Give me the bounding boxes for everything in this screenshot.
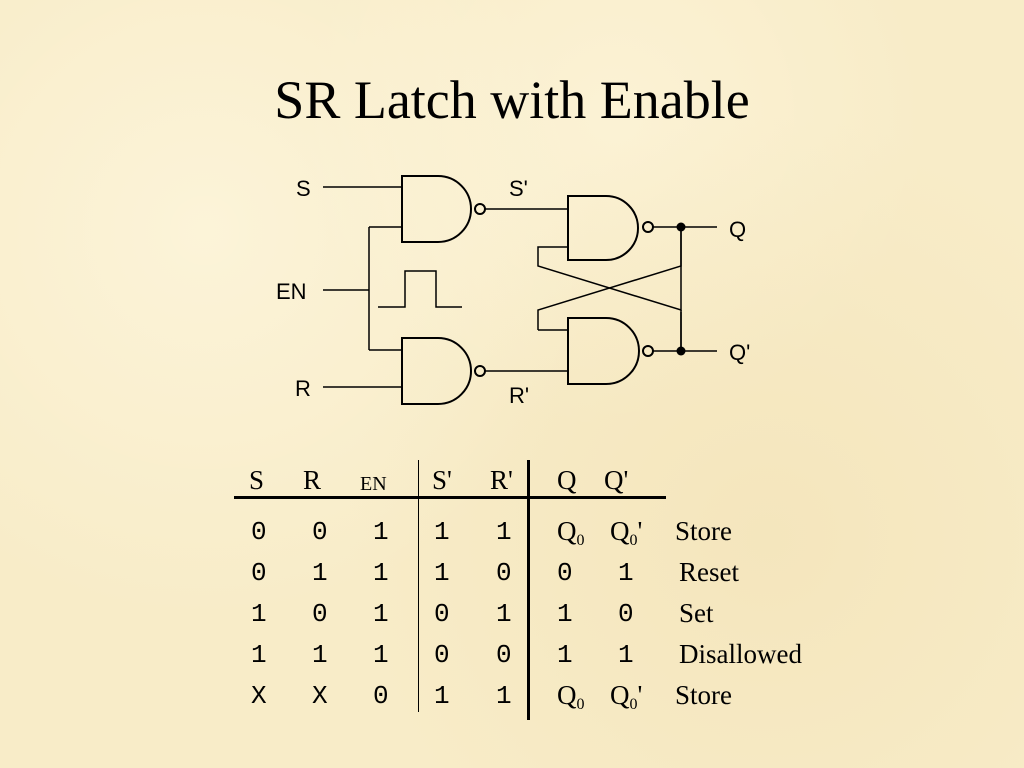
cell-s: X bbox=[251, 681, 267, 711]
nand-gate-s-bubble bbox=[474, 203, 486, 215]
cell-description: Store bbox=[675, 516, 732, 546]
cell-r-prime: 1 bbox=[496, 517, 512, 547]
cell-q-prime: 1 bbox=[618, 558, 634, 588]
cell-s-prime: 1 bbox=[434, 517, 450, 547]
enable-waveform bbox=[378, 270, 462, 308]
table-header-q-prime: Q' bbox=[604, 465, 629, 495]
label-q: Q bbox=[729, 217, 746, 242]
wire-feedback-q-prime-cross bbox=[537, 227, 682, 351]
cell-r: 0 bbox=[312, 599, 328, 629]
cell-s: 0 bbox=[251, 558, 267, 588]
cell-q: Q0 bbox=[557, 680, 585, 713]
header-underline bbox=[234, 496, 666, 499]
label-s: S bbox=[296, 176, 311, 201]
cell-r: X bbox=[312, 681, 328, 711]
nand-gate-q-bubble bbox=[642, 221, 654, 233]
cell-description: Store bbox=[675, 680, 732, 710]
cell-q-prime: 0 bbox=[618, 599, 634, 629]
cell-q: Q0 bbox=[557, 516, 585, 549]
table-header-s: S bbox=[249, 465, 265, 495]
cell-q: 1 bbox=[557, 599, 573, 629]
cell-q-prime: Q0' bbox=[610, 516, 643, 549]
nand-gate-s-input bbox=[401, 175, 472, 243]
junction-dot-q-prime bbox=[676, 346, 686, 356]
nand-gate-r-bubble bbox=[474, 365, 486, 377]
nand-gate-q-prime bbox=[567, 317, 640, 385]
label-en: EN bbox=[276, 279, 307, 304]
label-s-prime: S' bbox=[509, 176, 528, 201]
cell-q-prime: Q0' bbox=[610, 680, 643, 713]
cell-description: Reset bbox=[679, 557, 739, 587]
cell-en: 1 bbox=[373, 599, 389, 629]
cell-en: 1 bbox=[373, 640, 389, 670]
nand-gate-q-prime-bubble bbox=[642, 345, 654, 357]
cell-s: 1 bbox=[251, 599, 267, 629]
cell-s-prime: 0 bbox=[434, 640, 450, 670]
table-header-s-prime: S' bbox=[432, 465, 452, 495]
label-r: R bbox=[295, 376, 311, 401]
cell-en: 0 bbox=[373, 681, 389, 711]
label-q-prime: Q' bbox=[729, 340, 750, 365]
cell-s-prime: 1 bbox=[434, 558, 450, 588]
cell-description: Set bbox=[679, 598, 714, 628]
wire-feedback-q bbox=[537, 227, 682, 312]
table-header-q: Q bbox=[557, 465, 577, 495]
page-title: SR Latch with Enable bbox=[274, 70, 750, 130]
junction-dot-q bbox=[676, 222, 686, 232]
cell-r: 1 bbox=[312, 640, 328, 670]
cell-description: Disallowed bbox=[679, 639, 802, 669]
table-header-r: R bbox=[303, 465, 322, 495]
cell-en: 1 bbox=[373, 558, 389, 588]
label-r-prime: R' bbox=[509, 383, 529, 408]
table-header-r-prime: R' bbox=[490, 465, 513, 495]
cell-r: 0 bbox=[312, 517, 328, 547]
cell-r: 1 bbox=[312, 558, 328, 588]
cell-r-prime: 0 bbox=[496, 558, 512, 588]
divider-outputs bbox=[527, 460, 530, 720]
cell-s-prime: 1 bbox=[434, 681, 450, 711]
cell-s: 1 bbox=[251, 640, 267, 670]
nand-gate-r-input bbox=[401, 337, 472, 405]
cell-q: 0 bbox=[557, 558, 573, 588]
cell-s: 0 bbox=[251, 517, 267, 547]
cell-q-prime: 1 bbox=[618, 640, 634, 670]
table-header-en: EN bbox=[360, 473, 387, 495]
cell-s-prime: 0 bbox=[434, 599, 450, 629]
cell-r-prime: 0 bbox=[496, 640, 512, 670]
cell-q: 1 bbox=[557, 640, 573, 670]
cell-en: 1 bbox=[373, 517, 389, 547]
divider-inputs bbox=[418, 460, 419, 712]
cell-r-prime: 1 bbox=[496, 599, 512, 629]
cell-r-prime: 1 bbox=[496, 681, 512, 711]
nand-gate-q bbox=[567, 195, 639, 261]
